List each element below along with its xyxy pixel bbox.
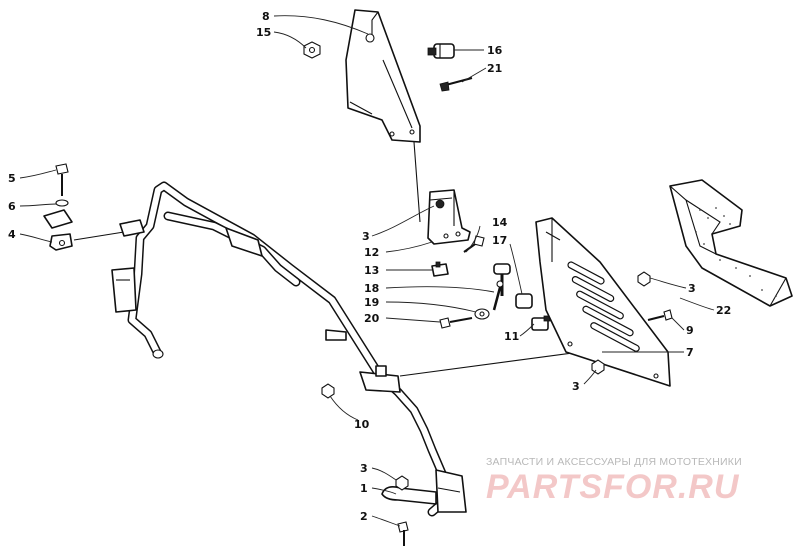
callout-19: 19 <box>364 296 379 309</box>
switch-16 <box>427 43 455 59</box>
watermark-logo: PARTSFOR.RU <box>486 468 740 506</box>
washer-6 <box>55 199 69 207</box>
bolt-20 <box>439 317 473 329</box>
callout-20: 20 <box>364 312 380 325</box>
washer-19 <box>474 308 490 320</box>
nut-10 <box>321 383 335 399</box>
callout-7: 7 <box>686 346 694 359</box>
callout-13: 13 <box>364 264 379 277</box>
callout-21: 21 <box>487 62 502 75</box>
callout-16: 16 <box>487 44 503 57</box>
cable-line <box>413 141 421 223</box>
callout-11: 11 <box>504 330 519 343</box>
callout-17: 17 <box>492 234 507 247</box>
clamp-to-frame-line <box>73 231 125 241</box>
watermark-caption: ЗАПЧАСТИ И АКСЕССУАРЫ ДЛЯ МОТОТЕХНИКИ <box>486 456 742 468</box>
callout-3-c: 3 <box>572 380 580 393</box>
bolt-2 <box>397 521 409 546</box>
callout-3-a: 3 <box>362 230 370 243</box>
callout-8: 8 <box>262 10 270 23</box>
callout-12: 12 <box>364 246 379 259</box>
main-frame <box>111 181 467 517</box>
callout-3-b: 3 <box>688 282 696 295</box>
nut-3-lower <box>591 359 605 375</box>
foam-pad-22 <box>669 179 793 307</box>
pin-17 <box>493 263 533 309</box>
side-panel-7 <box>535 217 671 387</box>
upper-bracket-plate <box>345 9 421 143</box>
center-bracket-12 <box>427 189 471 245</box>
callout-14: 14 <box>492 216 508 229</box>
callout-9: 9 <box>686 324 694 337</box>
bolt-9 <box>647 309 673 321</box>
spacer-11 <box>531 315 551 331</box>
callout-2: 2 <box>360 510 368 523</box>
link-18 <box>492 279 504 311</box>
callout-5: 5 <box>8 172 16 185</box>
callout-22: 22 <box>716 304 731 317</box>
clamp-assembly-4 <box>43 209 73 251</box>
screw-5 <box>55 163 69 196</box>
callout-6: 6 <box>8 200 16 213</box>
screw-14 <box>463 235 485 253</box>
watermark: ЗАПЧАСТИ И АКСЕССУАРЫ ДЛЯ МОТОТЕХНИКИ PA… <box>486 456 786 505</box>
callout-4: 4 <box>8 228 16 241</box>
leader-lines <box>19 15 715 527</box>
callout-18: 18 <box>364 282 379 295</box>
callout-3-d: 3 <box>360 462 368 475</box>
callout-15: 15 <box>256 26 271 39</box>
nut-15 <box>303 41 321 59</box>
clip-13 <box>431 261 449 277</box>
pin-21 <box>439 77 473 92</box>
callout-10: 10 <box>354 418 370 431</box>
callout-labels: 8 15 16 21 5 6 4 3 12 13 14 17 18 19 20 … <box>8 10 731 523</box>
nut-3-bottom <box>395 475 409 491</box>
callout-1: 1 <box>360 482 368 495</box>
nut-3-upper <box>637 271 651 287</box>
